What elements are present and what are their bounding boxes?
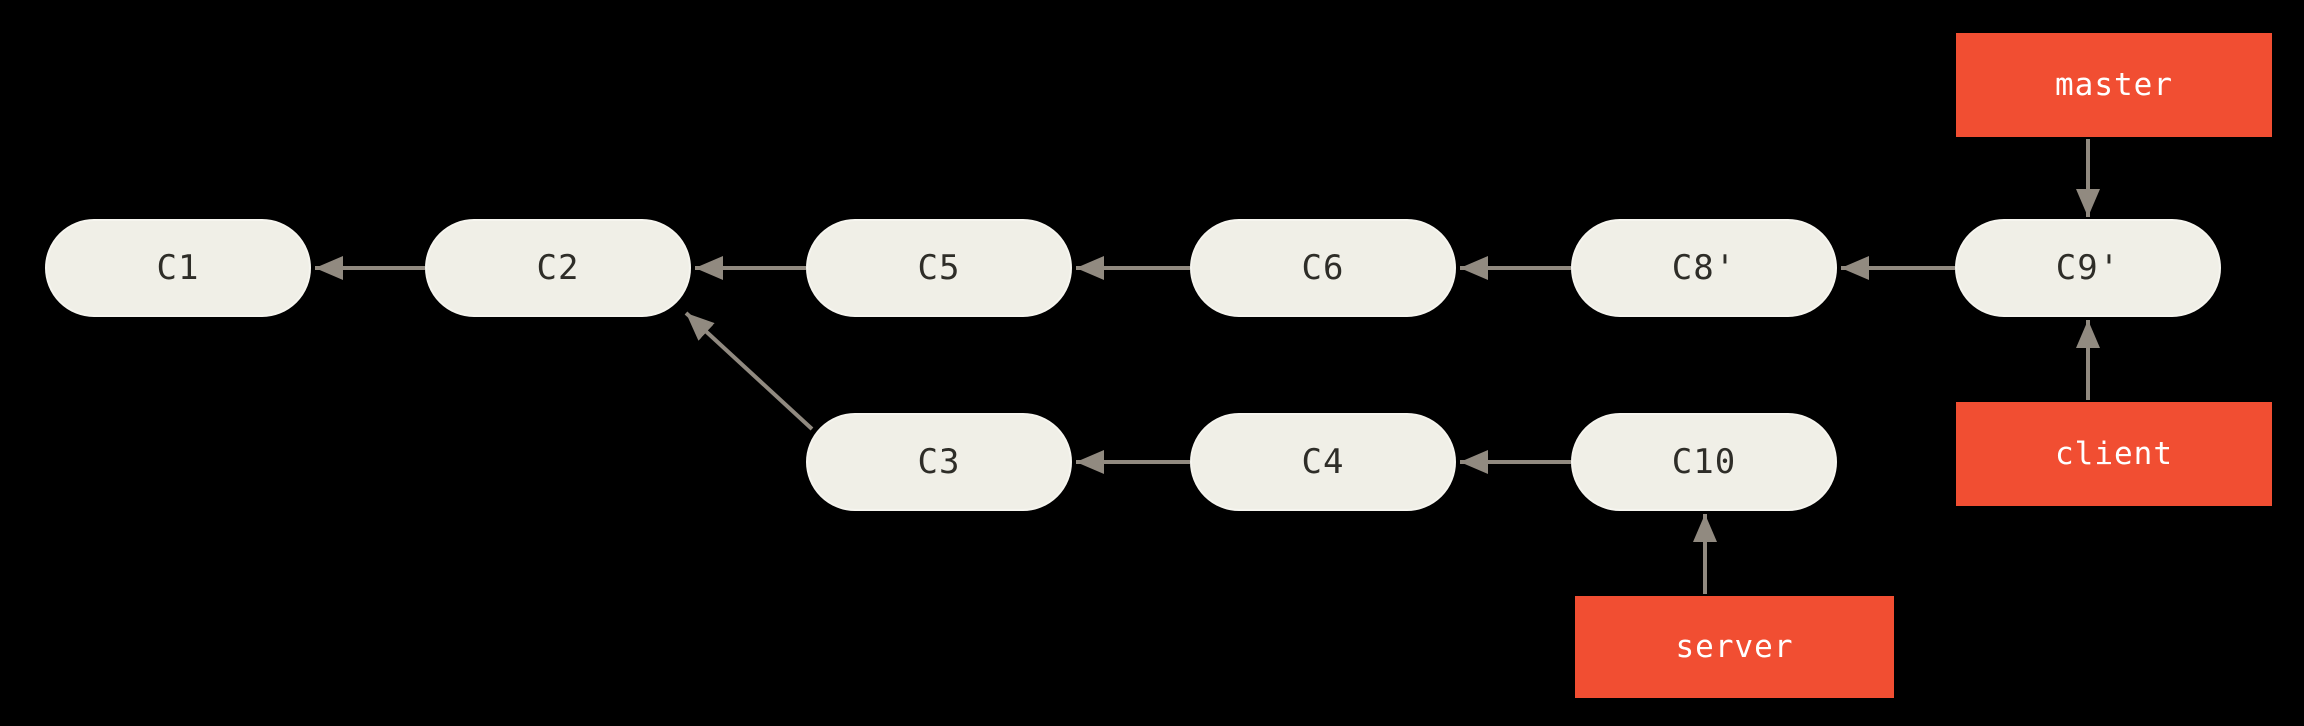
branch-label-master: master <box>1956 33 2272 137</box>
commit-node-c4: C4 <box>1190 413 1456 511</box>
branch-text-client: client <box>2055 436 2173 472</box>
commit-node-c6: C6 <box>1190 219 1456 317</box>
commit-label-c6: C6 <box>1301 248 1345 288</box>
commit-label-c4: C4 <box>1301 442 1345 482</box>
commit-label-c2: C2 <box>536 248 580 288</box>
commit-label-c5: C5 <box>917 248 961 288</box>
commit-label-c3: C3 <box>917 442 961 482</box>
edge-c3-to-c2 <box>684 311 814 431</box>
commit-node-c2: C2 <box>425 219 691 317</box>
commit-node-c9-prime: C9' <box>1955 219 2221 317</box>
branch-text-server: server <box>1675 629 1794 665</box>
commit-node-c8-prime: C8' <box>1571 219 1837 317</box>
commit-node-c1: C1 <box>45 219 311 317</box>
commit-node-c5: C5 <box>806 219 1072 317</box>
commit-node-c10: C10 <box>1571 413 1837 511</box>
branch-text-master: master <box>2055 67 2173 103</box>
branch-label-client: client <box>1956 402 2272 506</box>
commit-label-c9-prime: C9' <box>2055 248 2121 288</box>
commit-node-c3: C3 <box>806 413 1072 511</box>
commit-label-c1: C1 <box>156 248 200 288</box>
commit-label-c8-prime: C8' <box>1671 248 1737 288</box>
commit-label-c10: C10 <box>1671 442 1737 482</box>
branch-label-server: server <box>1575 596 1894 698</box>
